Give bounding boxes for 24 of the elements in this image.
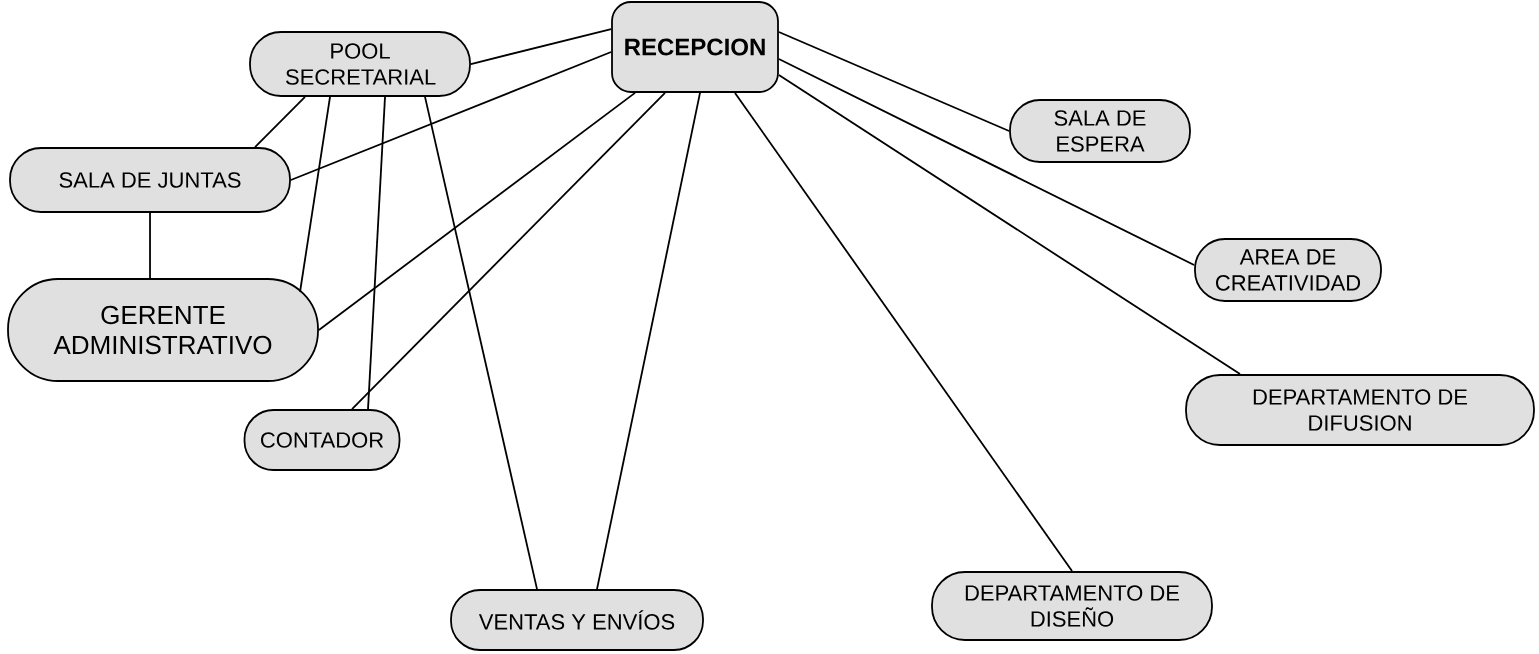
rounded-box: AREA DE CREATIVIDAD: [1194, 238, 1382, 302]
rounded-box: DEPARTAMENTO DE DISEÑO: [931, 571, 1213, 641]
connector-line: [734, 92, 1073, 572]
rounded-box: CONTADOR: [243, 409, 401, 471]
rounded-box: POOL SECRETARIAL: [249, 31, 471, 97]
rounded-box: RECEPCION: [611, 1, 779, 93]
rounded-box: DEPARTAMENTO DE DIFUSION: [1185, 374, 1535, 446]
connector-line: [778, 31, 1010, 132]
connector-line: [351, 92, 666, 410]
rounded-box: SALA DE ESPERA: [1009, 99, 1191, 163]
connector-line: [778, 74, 1241, 375]
connector-line: [149, 212, 151, 279]
connector-line: [318, 92, 636, 331]
connector-line: [254, 96, 306, 148]
connector-line: [424, 96, 538, 590]
connector-line: [596, 92, 701, 590]
connector-line: [367, 96, 386, 410]
rounded-box: GERENTE ADMINISTRATIVO: [7, 278, 319, 382]
rounded-box: VENTAS Y ENVÍOS: [450, 589, 704, 651]
connector-line: [299, 96, 331, 293]
connector-line: [778, 58, 1195, 266]
connector-line: [290, 51, 612, 181]
rounded-box: SALA DE JUNTAS: [9, 147, 291, 213]
connector-line: [470, 28, 612, 65]
